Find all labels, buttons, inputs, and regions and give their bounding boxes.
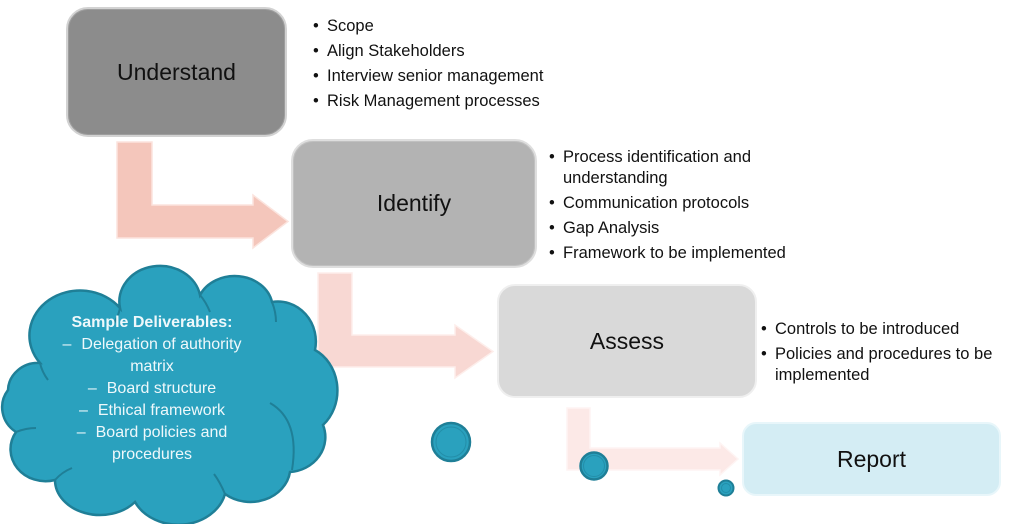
cloud-inner-line <box>199 294 211 313</box>
bubble-medium <box>579 451 609 481</box>
bullet-icon: • <box>761 345 767 363</box>
bubble-small-ring <box>721 483 731 493</box>
dash-marker: – <box>76 424 86 441</box>
cloud-inner-line <box>54 467 73 481</box>
bubble-large-ring <box>435 426 467 458</box>
deliverables-text: Sample Deliverables: –Delegation of auth… <box>50 312 254 466</box>
list-item: •Interview senior management <box>313 67 544 85</box>
step-box-identify: Identify <box>291 139 537 268</box>
cloud-inner-line <box>271 301 277 323</box>
list-item: •Align Stakeholders <box>313 42 465 60</box>
list-item: •Controls to be introduced <box>761 320 960 338</box>
step-label-report: Report <box>836 445 907 472</box>
cloud-inner-line <box>213 473 226 495</box>
deliverable-item: –Board policies and procedures <box>76 424 228 463</box>
deliverable-item: –Delegation of authority matrix <box>62 336 242 375</box>
identify-bullet-list: •Process identification and understandin… <box>549 147 805 268</box>
dash-marker: – <box>62 336 72 353</box>
step-box-assess: Assess <box>497 284 757 398</box>
cloud-inner-line <box>15 427 37 433</box>
bubble-medium-ring <box>583 455 605 477</box>
bullet-icon: • <box>549 219 555 237</box>
dash-marker: – <box>78 402 88 419</box>
cloud-shape <box>0 264 339 524</box>
bullet-icon: • <box>549 194 555 212</box>
cloud-inner-line <box>269 402 295 471</box>
cloud-inner-line <box>111 307 121 327</box>
step-box-report: Report <box>742 422 1001 496</box>
assess-bullet-list: •Controls to be introduced •Policies and… <box>761 319 1011 390</box>
bullet-icon: • <box>761 320 767 338</box>
deliverables-heading: Sample Deliverables: <box>71 314 233 331</box>
step-label-understand: Understand <box>117 58 236 85</box>
list-item: •Framework to be implemented <box>549 244 786 262</box>
bubble-large <box>430 421 472 463</box>
deliverable-item: –Board structure <box>87 380 217 397</box>
bullet-icon: • <box>313 67 319 85</box>
bullet-icon: • <box>549 148 555 166</box>
bullet-icon: • <box>549 244 555 262</box>
arrow-assess-to-report <box>566 407 740 477</box>
list-item: •Process identification and understandin… <box>549 148 752 187</box>
list-item: •Risk Management processes <box>313 92 540 110</box>
step-label-identify: Identify <box>376 190 452 216</box>
arrow-understand-to-identify <box>116 141 290 250</box>
list-item: •Scope <box>313 17 374 35</box>
list-item: •Policies and procedures to be implement… <box>761 345 993 384</box>
bullet-icon: • <box>313 42 319 60</box>
list-item: •Gap Analysis <box>549 219 660 237</box>
step-box-understand: Understand <box>66 7 287 137</box>
cloud-inner-line <box>39 362 49 381</box>
arrow-identify-to-assess <box>317 272 495 380</box>
step-label-assess: Assess <box>589 327 665 354</box>
deliverable-item: –Ethical framework <box>78 402 226 419</box>
bubble-small <box>717 479 735 497</box>
understand-bullet-list: •Scope •Align Stakeholders •Interview se… <box>313 16 593 116</box>
deliverables-cloud <box>0 264 339 524</box>
bullet-icon: • <box>313 17 319 35</box>
dash-marker: – <box>87 380 97 397</box>
list-item: •Communication protocols <box>549 194 750 212</box>
bullet-icon: • <box>313 92 319 110</box>
